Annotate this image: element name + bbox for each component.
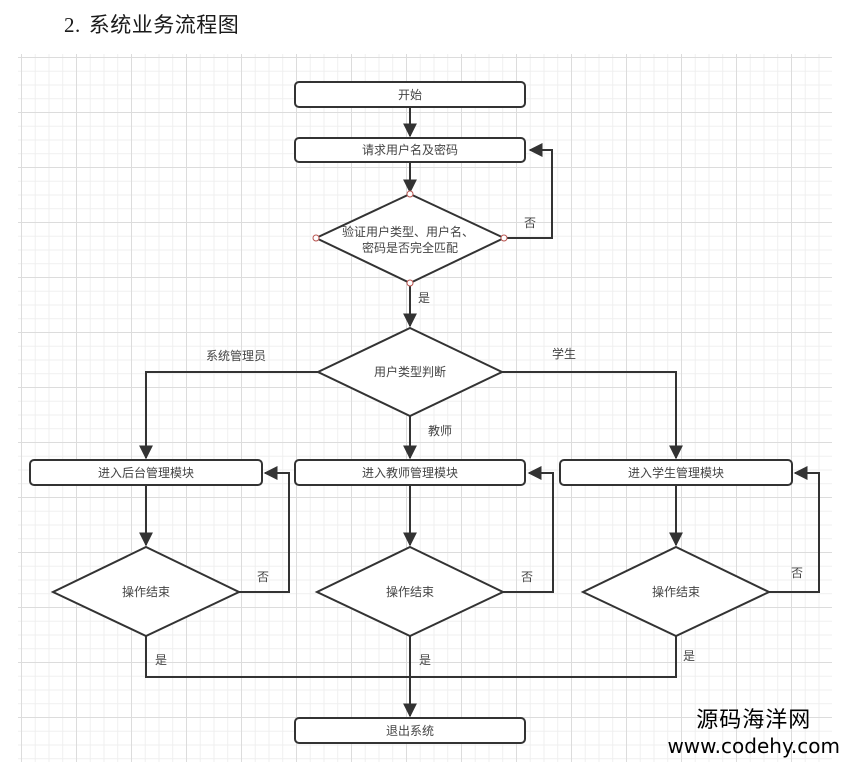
edge-label-teacher-no: 否 [521,570,533,584]
node-op-end-teacher [314,545,506,638]
section-number: 2. [64,13,81,37]
edge-admin-no [239,466,290,593]
label-verify-line2: 密码是否完全匹配 [362,240,458,255]
edge-label-student: 学生 [552,346,576,361]
label-admin-module: 进入后台管理模块 [98,465,194,480]
node-user-type-decision [315,326,505,418]
node-teacher-module [294,459,526,486]
label-op-end-admin: 操作结束 [122,584,170,599]
edge-label-verify-yes: 是 [418,291,430,305]
edge-label-student-yes: 是 [683,649,695,663]
label-exit: 退出系统 [386,724,434,738]
edge-type-student [502,371,683,460]
section-heading: 2. 系统业务流程图 [64,9,239,39]
edge-label-teacher: 教师 [428,423,452,438]
node-admin-module [29,459,263,486]
edge-label-student-no: 否 [791,566,803,580]
watermark: 源码海洋网 www.codehy.com [667,708,840,758]
node-op-end-student [580,545,772,638]
label-op-end-student: 操作结束 [652,584,700,599]
edge-label-verify-no: 否 [524,216,536,230]
edge-teacher-no [503,466,554,593]
watermark-url: www.codehy.com [667,734,840,758]
label-op-end-teacher: 操作结束 [386,584,434,599]
node-exit [294,717,526,744]
label-start: 开始 [398,88,422,102]
edge-label-teacher-yes: 是 [419,653,431,667]
edge-verify-no [504,143,553,239]
connector-dot-top [406,190,414,198]
label-request-credentials: 请求用户名及密码 [362,142,458,157]
connector-dot-left [312,234,320,242]
connector-dot-right [500,234,508,242]
edge-type-admin [139,371,318,460]
node-student-module [559,459,793,486]
connector-dot-bottom [406,279,414,287]
edge-student-no [769,466,820,593]
edge-label-admin-no: 否 [257,570,269,584]
node-start [294,81,526,108]
edge-label-admin-yes: 是 [155,653,167,667]
edge-label-admin: 系统管理员 [206,348,266,363]
label-verify-line1: 验证用户类型、用户名、 [342,224,474,239]
node-request-credentials [294,137,526,163]
node-op-end-admin [50,545,242,638]
watermark-site-name: 源码海洋网 [696,708,812,733]
label-teacher-module: 进入教师管理模块 [362,465,458,480]
label-user-type: 用户类型判断 [374,364,446,379]
section-title: 系统业务流程图 [88,13,240,37]
label-student-module: 进入学生管理模块 [628,465,724,480]
